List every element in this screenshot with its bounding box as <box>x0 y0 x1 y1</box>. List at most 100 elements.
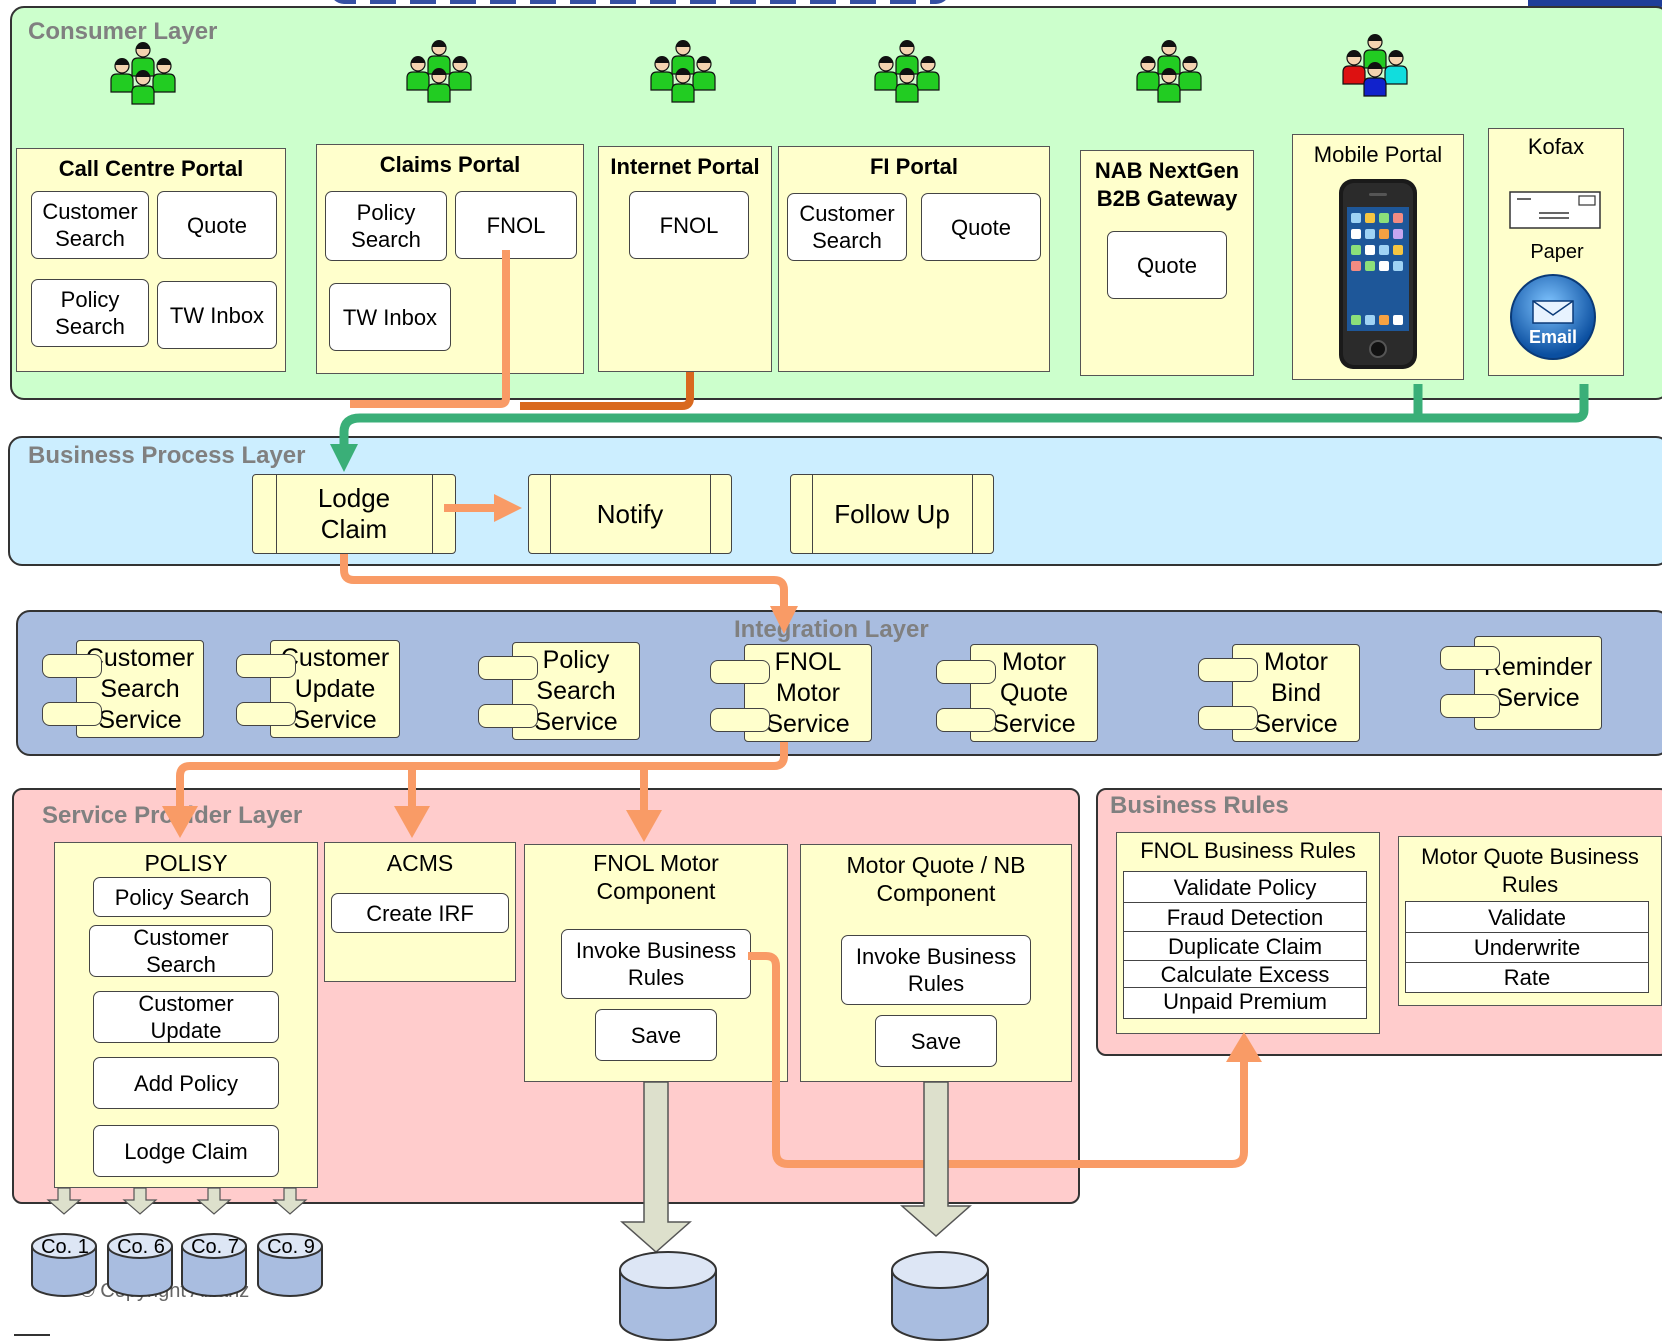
service-port <box>936 660 996 684</box>
rule-row: Rate <box>1503 965 1551 990</box>
fnol-business-rules: FNOL Business Rules Validate Policy Frau… <box>1116 832 1380 1034</box>
database-icon <box>891 1251 989 1341</box>
service-port <box>936 708 996 732</box>
polisy-title: POLISY <box>144 850 228 876</box>
email-icon: Email <box>1507 271 1599 363</box>
customer-search-button[interactable]: Customer Search <box>31 191 149 259</box>
acms-title: ACMS <box>386 850 454 876</box>
process-bar <box>276 474 277 554</box>
customer-search-button[interactable]: Customer Search <box>787 193 907 261</box>
policy-search-button[interactable]: Policy Search <box>325 191 447 261</box>
people-icon <box>1136 40 1202 103</box>
nab-nextgen-gateway: NAB NextGen B2B Gateway Quote <box>1080 150 1254 376</box>
add-policy-button[interactable]: Add Policy <box>93 1057 279 1109</box>
nab-nextgen-title: NAB NextGen B2B Gateway <box>1094 158 1240 211</box>
service-port <box>478 704 538 728</box>
service-port <box>710 660 770 684</box>
kofax-portal: Kofax Paper Email <box>1488 128 1624 376</box>
claims-portal-title: Claims Portal <box>379 152 521 177</box>
email-label: Email <box>1528 327 1578 347</box>
fnol-business-rules-title: FNOL Business Rules <box>1140 838 1356 863</box>
mobile-portal: Mobile Portal <box>1292 134 1464 380</box>
rule-row: Fraud Detection <box>1124 903 1366 932</box>
save-button[interactable]: Save <box>875 1015 997 1067</box>
quote-button[interactable]: Quote <box>921 193 1041 261</box>
motor-quote-service[interactable]: Motor Quote Service <box>970 644 1098 742</box>
database-label: Co. 9 <box>267 1236 315 1258</box>
rule-row: Validate Policy <box>1124 872 1366 903</box>
fnol-button[interactable]: FNOL <box>455 191 577 259</box>
mobile-portal-title: Mobile Portal <box>1313 142 1443 167</box>
service-port <box>1198 706 1258 730</box>
process-bar <box>812 474 813 554</box>
lodge-claim-button[interactable]: Lodge Claim <box>93 1125 279 1177</box>
service-port <box>710 708 770 732</box>
service-port <box>1440 694 1500 718</box>
process-bar <box>972 474 973 554</box>
quote-button[interactable]: Quote <box>1107 231 1227 299</box>
fnol-motor-component-title: FNOL Motor Component <box>593 850 719 904</box>
create-irf-button[interactable]: Create IRF <box>331 893 509 933</box>
brand-logo-cropped <box>1528 0 1662 10</box>
process-bar <box>432 474 433 554</box>
database-icon <box>619 1251 717 1341</box>
save-button[interactable]: Save <box>595 1009 717 1061</box>
database-label: Co. 7 <box>191 1236 239 1258</box>
motor-quote-component: Motor Quote / NB Component Invoke Busine… <box>800 844 1072 1082</box>
polisy-system: POLISY Policy Search Customer Search Cus… <box>54 842 318 1188</box>
motor-rules-table: Validate Underwrite Rate <box>1405 901 1649 993</box>
rule-row: Unpaid Premium <box>1163 989 1327 1014</box>
people-icon <box>650 40 716 103</box>
footer-rule <box>14 1334 50 1336</box>
internet-portal: Internet Portal FNOL <box>598 146 772 372</box>
consumer-layer-title: Consumer Layer <box>28 18 218 45</box>
integration-layer-title: Integration Layer <box>734 616 929 643</box>
business-process-layer-title: Business Process Layer <box>28 442 306 469</box>
fnol-motor-component: FNOL Motor Component Invoke Business Rul… <box>524 844 788 1082</box>
paper-label: Paper <box>1530 241 1584 263</box>
customer-search-button[interactable]: Customer Search <box>89 925 273 977</box>
rule-row: Duplicate Claim <box>1124 932 1366 961</box>
service-provider-layer-title: Service Provider Layer <box>42 802 303 829</box>
follow-up-step[interactable]: Follow Up <box>790 474 994 554</box>
service-port <box>42 654 102 678</box>
service-port <box>478 656 538 680</box>
policy-search-button[interactable]: Policy Search <box>93 877 271 917</box>
process-bar <box>550 474 551 554</box>
invoke-business-rules-button[interactable]: Invoke Business Rules <box>841 935 1031 1005</box>
people-multicolor-icon <box>1342 34 1408 97</box>
database-label: Co. 1 <box>41 1236 89 1258</box>
motor-quote-business-rules-title: Motor Quote Business Rules <box>1421 844 1639 897</box>
people-icon <box>110 42 176 105</box>
customer-update-button[interactable]: Customer Update <box>93 991 279 1043</box>
fi-portal: FI Portal Customer Search Quote <box>778 146 1050 372</box>
call-centre-portal: Call Centre Portal Customer Search Quote… <box>16 148 286 372</box>
database-label: Co. 6 <box>117 1236 165 1258</box>
motor-quote-business-rules: Motor Quote Business Rules Validate Unde… <box>1398 836 1662 1006</box>
policy-search-button[interactable]: Policy Search <box>31 279 149 347</box>
kofax-title: Kofax <box>1527 134 1585 159</box>
rule-row: Validate <box>1406 902 1648 933</box>
people-icon <box>874 40 940 103</box>
quote-button[interactable]: Quote <box>157 191 277 259</box>
policy-search-service[interactable]: Policy Search Service <box>512 642 640 740</box>
internet-portal-title: Internet Portal <box>610 154 760 179</box>
rule-row: Underwrite <box>1406 933 1648 963</box>
call-centre-portal-title: Call Centre Portal <box>58 156 244 181</box>
fnol-button[interactable]: FNOL <box>629 191 749 259</box>
motor-quote-component-title: Motor Quote / NB Component <box>846 852 1026 906</box>
lodge-claim-step[interactable]: Lodge Claim <box>252 474 456 554</box>
service-port <box>236 654 296 678</box>
invoke-business-rules-button[interactable]: Invoke Business Rules <box>561 929 751 999</box>
tw-inbox-button[interactable]: TW Inbox <box>157 281 277 349</box>
smartphone-icon <box>1339 179 1417 369</box>
service-port <box>1440 646 1500 670</box>
fnol-rules-table: Validate Policy Fraud Detection Duplicat… <box>1123 871 1367 1019</box>
service-port <box>1198 658 1258 682</box>
claims-portal: Claims Portal Policy Search FNOL TW Inbo… <box>316 144 584 374</box>
tw-inbox-button[interactable]: TW Inbox <box>329 283 451 351</box>
notify-step[interactable]: Notify <box>528 474 732 554</box>
process-bar <box>710 474 711 554</box>
business-rules-title: Business Rules <box>1110 792 1289 819</box>
rule-row: Calculate Excess <box>1124 961 1366 988</box>
